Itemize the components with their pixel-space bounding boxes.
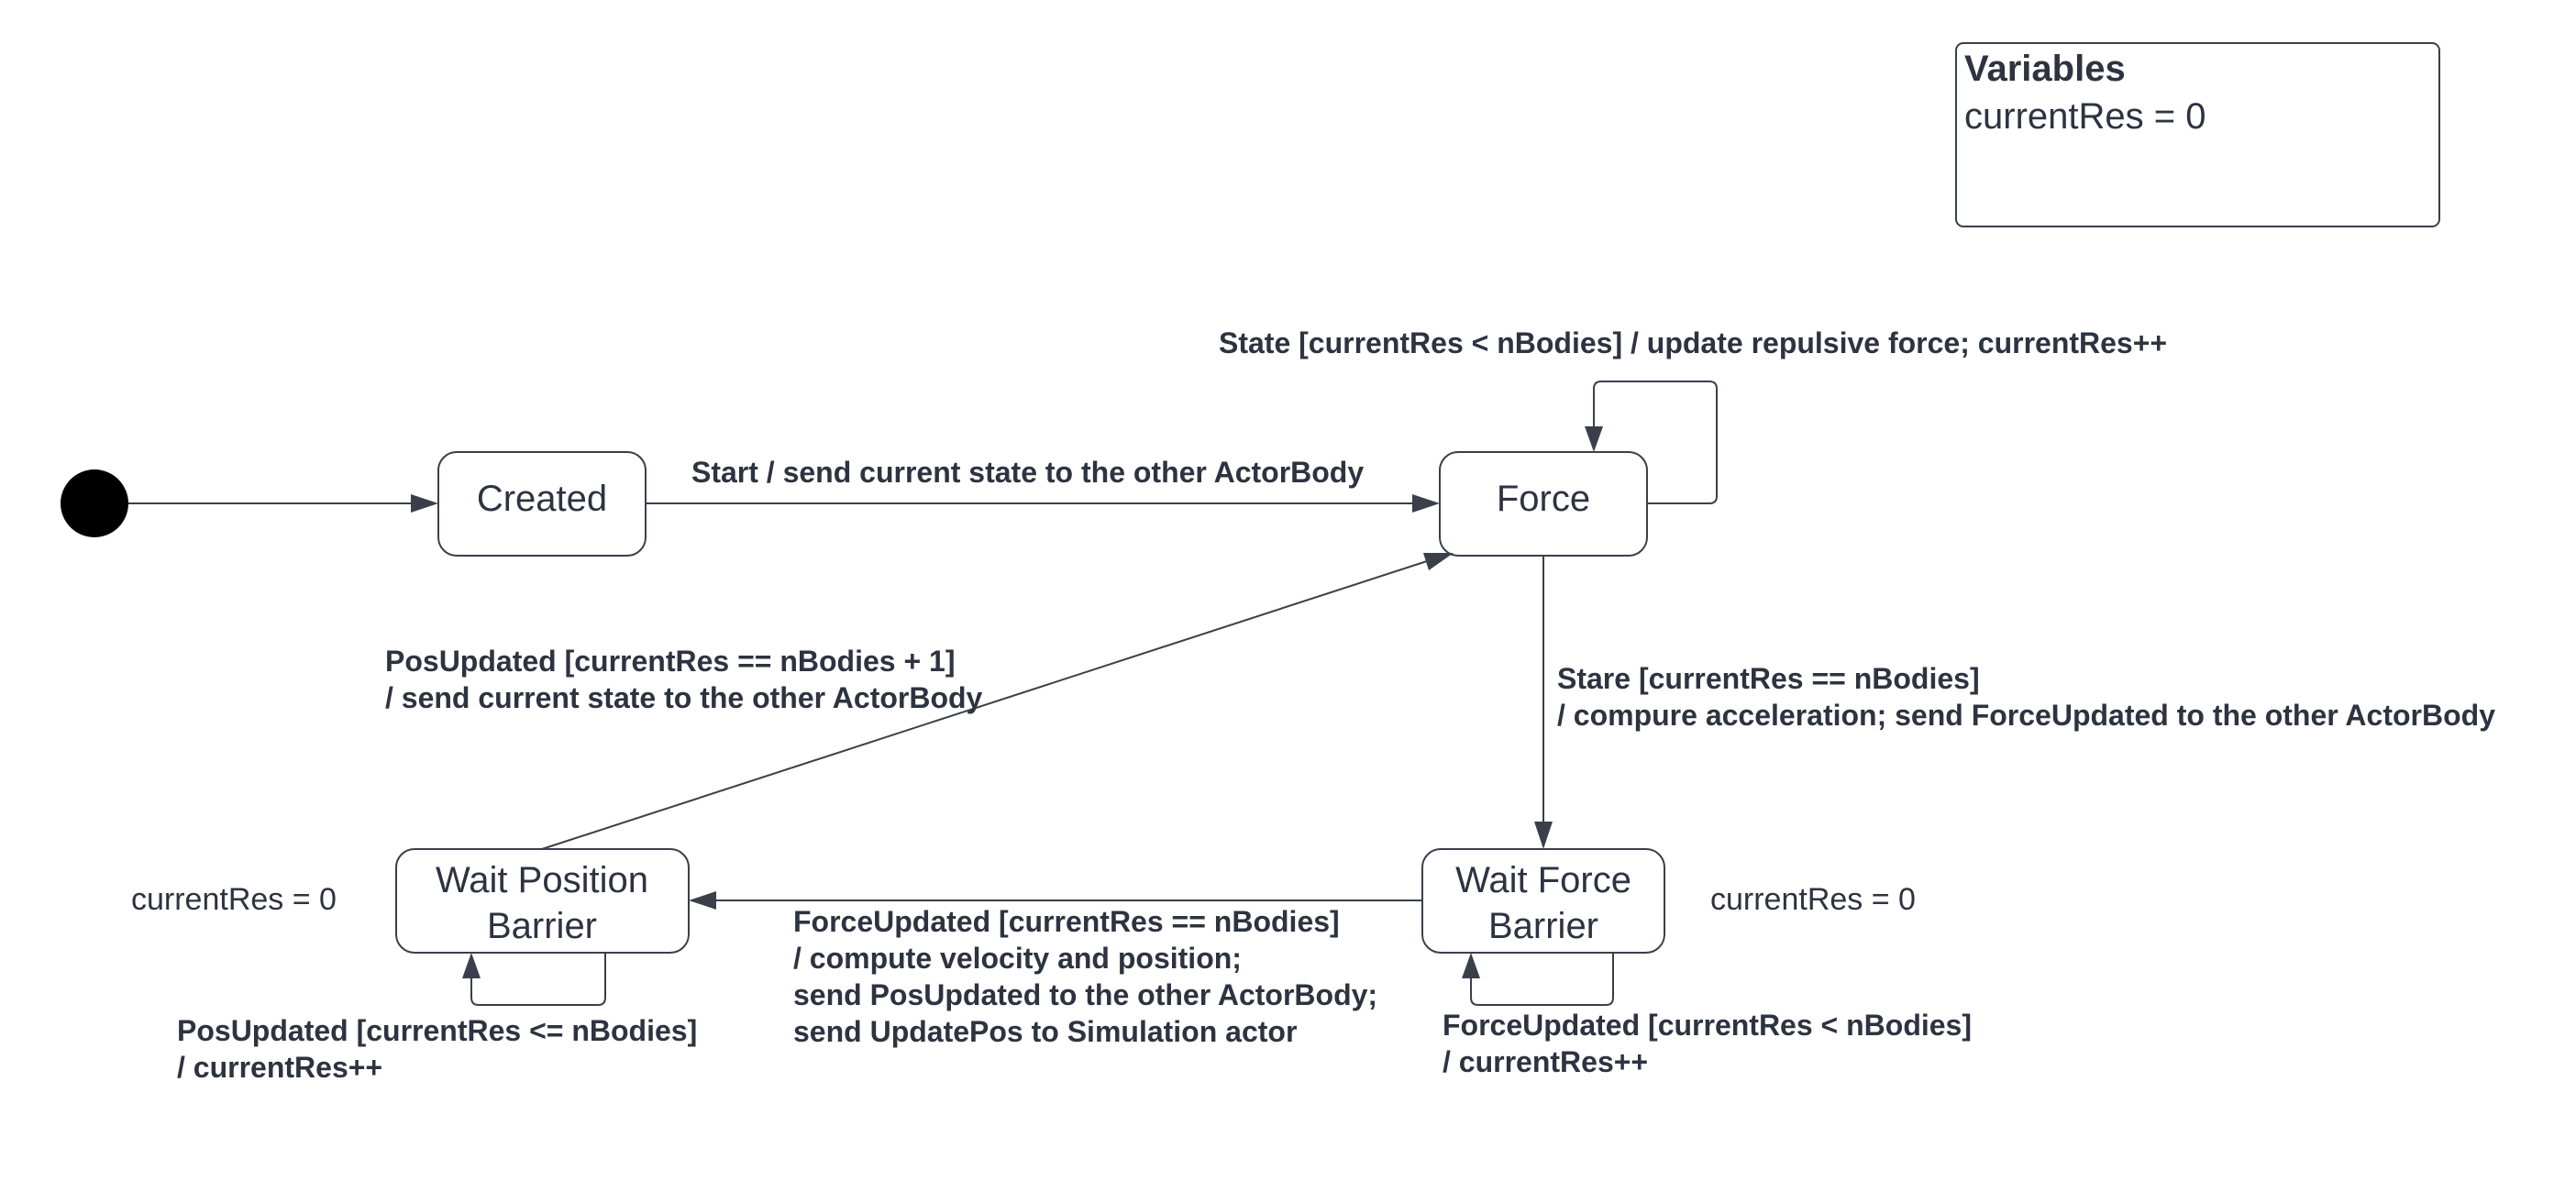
- variables-title: Variables: [1964, 49, 2126, 89]
- transition-label-line-1: ForceUpdated [currentRes < nBodies]: [1443, 1009, 1972, 1042]
- state-wait-force-barrier-label-line-1: Wait Force: [1455, 860, 1631, 900]
- transition-wait-position-to-force: PosUpdated [currentRes == nBodies + 1] /…: [385, 553, 1454, 850]
- transition-force-to-wait-force: Stare [currentRes == nBodies] / compure …: [1534, 556, 2495, 849]
- arrowhead: [1423, 553, 1454, 570]
- state-force-label: Force: [1497, 479, 1590, 519]
- state-wait-position-barrier[interactable]: Wait Position Barrier: [395, 848, 690, 954]
- state-force[interactable]: Force: [1439, 451, 1648, 557]
- transition-label-line-2: / compute velocity and position;: [793, 942, 1242, 975]
- variables-box: Variables currentRes = 0: [1955, 42, 2440, 227]
- note-wait-force-barrier: currentRes = 0: [1710, 882, 1916, 917]
- state-wait-force-barrier[interactable]: Wait Force Barrier: [1421, 848, 1665, 954]
- note-wait-position-barrier: currentRes = 0: [131, 882, 337, 917]
- transition-label-line-1: Stare [currentRes == nBodies]: [1557, 662, 1980, 695]
- transition-label-line-2: / compure acceleration; send ForceUpdate…: [1557, 699, 2495, 732]
- arrowhead: [1462, 953, 1480, 978]
- arrowhead: [1412, 494, 1440, 513]
- variables-box-frame: [1955, 42, 2440, 227]
- arrowhead: [411, 494, 438, 513]
- transition-wait-force-to-wait-position: ForceUpdated [currentRes == nBodies] / c…: [689, 891, 1422, 1048]
- transition-line: [470, 953, 606, 1006]
- transition-line: [1593, 381, 1718, 504]
- transition-line: [541, 560, 1428, 850]
- variables-line: currentRes = 0: [1964, 96, 2206, 137]
- transition-label: Start / send current state to the other …: [691, 456, 1364, 489]
- transition-label-line-4: send UpdatePos to Simulation actor: [793, 1015, 1297, 1048]
- initial-node: [61, 469, 128, 537]
- transition-wait-position-self-loop: PosUpdated [currentRes <= nBodies] / cur…: [177, 953, 697, 1084]
- transition-label-line-2: / currentRes++: [177, 1051, 382, 1084]
- transition-force-self-loop: State [currentRes < nBodies] / update re…: [1219, 326, 2167, 504]
- transition-label-line-3: send PosUpdated to the other ActorBody;: [793, 978, 1377, 1011]
- state-wait-position-barrier-label-line-1: Wait Position: [436, 860, 648, 900]
- transition-label: State [currentRes < nBodies] / update re…: [1219, 326, 2167, 359]
- transition-label-line-1: ForceUpdated [currentRes == nBodies]: [793, 905, 1340, 938]
- state-wait-force-barrier-label-line-2: Barrier: [1488, 906, 1598, 946]
- arrowhead: [1585, 426, 1603, 452]
- transition-wait-force-self-loop: ForceUpdated [currentRes < nBodies] / cu…: [1443, 953, 1972, 1078]
- state-wait-position-barrier-label-line-2: Barrier: [487, 906, 597, 946]
- arrowhead: [1534, 822, 1553, 849]
- transition-label-line-2: / currentRes++: [1443, 1045, 1648, 1078]
- arrowhead: [462, 953, 481, 978]
- state-created[interactable]: Created: [437, 451, 647, 557]
- transition-label-line-1: PosUpdated [currentRes == nBodies + 1]: [385, 645, 956, 678]
- transition-label-line-1: PosUpdated [currentRes <= nBodies]: [177, 1014, 697, 1047]
- transition-created-to-force: Start / send current state to the other …: [646, 456, 1440, 513]
- transition-label-line-2: / send current state to the other ActorB…: [385, 681, 983, 714]
- state-created-label: Created: [477, 479, 607, 519]
- arrowhead: [689, 891, 716, 910]
- transition-initial-to-created: [128, 494, 438, 513]
- transition-line: [1470, 953, 1614, 1006]
